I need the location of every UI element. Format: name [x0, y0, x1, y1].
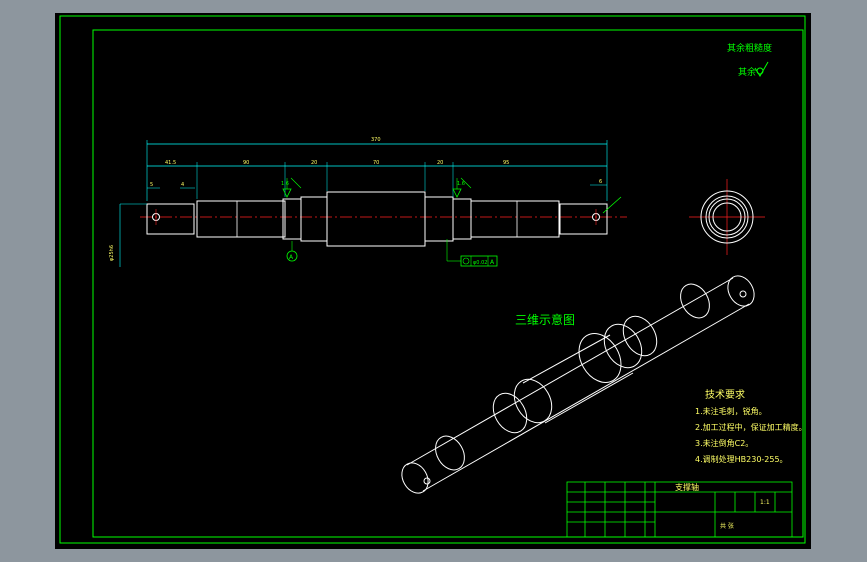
dim-seg-5: 20 — [437, 160, 443, 166]
svg-text:1.6: 1.6 — [281, 181, 289, 187]
tech-title: 技术要求 — [705, 388, 745, 401]
dim-seg-6: 95 — [503, 160, 509, 166]
tech-item-2: 2.加工过程中，保证加工精度。 — [695, 422, 807, 432]
dimensions: 370 41.5 90 20 70 20 95 5 4 6 φ25h6 1.6 — [109, 137, 608, 267]
tech-item-4: 4.调制处理HB230-255。 — [695, 454, 788, 464]
cad-viewport[interactable]: 其余粗糙度 其余 370 — [55, 13, 811, 549]
inner-border — [92, 29, 804, 538]
tech-item-3: 3.未注倒角C2。 — [695, 438, 753, 448]
dim-overall: 370 — [371, 137, 381, 143]
dim-small-2: 4 — [181, 182, 184, 188]
title-part-name: 支撑轴 — [675, 482, 699, 492]
dim-small-1: 5 — [150, 182, 153, 188]
roughness-note-top: 其余粗糙度 — [727, 42, 772, 54]
shaft-end-view — [689, 179, 765, 255]
dim-small-3: 6 — [599, 179, 602, 185]
datum-a: A — [289, 254, 294, 261]
tech-item-1: 1.未注毛刺，锐角。 — [695, 406, 767, 416]
shaft-front-view — [140, 191, 627, 247]
tech-requirements: 技术要求 1.未注毛刺，锐角。 2.加工过程中，保证加工精度。 3.未注倒角C2… — [695, 388, 807, 464]
three-d-label: 三维示意图 — [515, 312, 575, 327]
title-sheet: 共 张 — [720, 522, 734, 530]
svg-text:φ0.02: φ0.02 — [473, 260, 487, 266]
title-scale: 1:1 — [760, 499, 770, 506]
shaft-drawing: 其余粗糙度 其余 370 — [59, 15, 807, 544]
dim-seg-3: 20 — [311, 160, 317, 166]
svg-text:A: A — [490, 259, 495, 266]
outer-border — [59, 15, 806, 544]
shaft-3d-view — [401, 275, 755, 494]
dim-seg-1: 41.5 — [165, 160, 176, 166]
dim-seg-2: 90 — [243, 160, 249, 166]
dim-seg-4: 70 — [373, 160, 379, 166]
roughness-note: 其余 — [738, 66, 756, 78]
title-block — [566, 481, 793, 538]
svg-text:1.6: 1.6 — [457, 181, 465, 187]
left-dim-label: φ25h6 — [109, 245, 115, 261]
